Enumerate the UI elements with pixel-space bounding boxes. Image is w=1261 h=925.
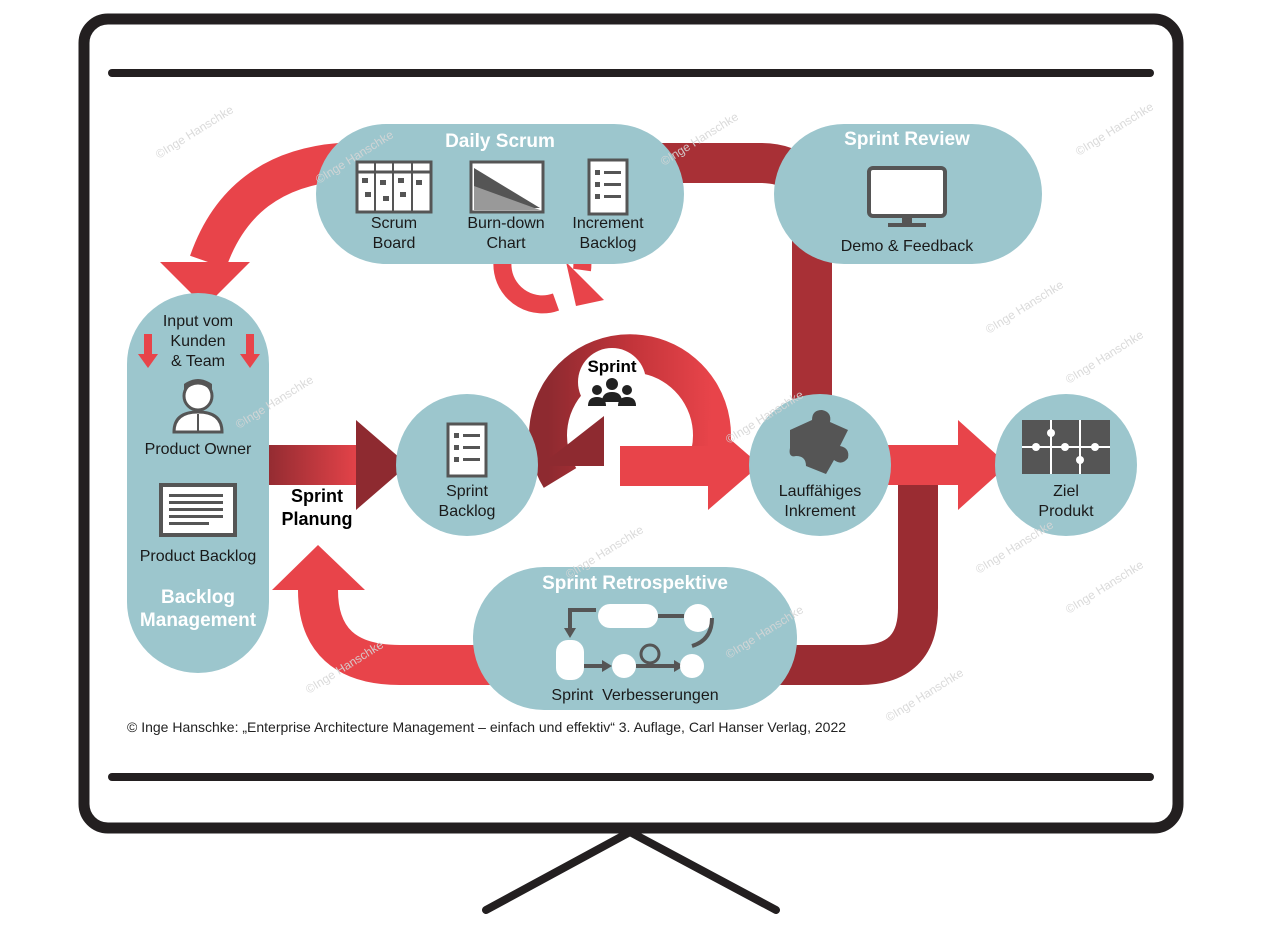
puzzle-icon: [1022, 420, 1110, 474]
input-label: Input vom Kunden & Team: [162, 313, 234, 370]
burndown-label: Burn-down Chart: [467, 215, 545, 252]
goal-label: Ziel Produkt: [1038, 483, 1094, 520]
increment-to-retro-arrow: [780, 480, 938, 685]
sprint-review-title: Sprint Review: [844, 129, 970, 150]
sprint-label: Sprint: [587, 357, 637, 376]
retrospective-caption: Sprint Verbesserungen: [551, 687, 719, 704]
sprint-planning-arrow: [356, 420, 408, 510]
demo-feedback-label: Demo & Feedback: [840, 238, 974, 255]
sprint-backlog-icon: [446, 422, 488, 478]
product-owner-label: Product Owner: [144, 441, 252, 458]
copyright-footer: © Inge Hanschke: „Enterprise Architectur…: [127, 719, 847, 735]
backlog-management-title: Backlog Management: [139, 587, 257, 631]
daily-to-backlog-arrow: [190, 143, 342, 269]
daily-scrum-title: Daily Scrum: [445, 131, 555, 152]
scrum-board-label: Scrum Board: [370, 215, 418, 252]
person-icon: [172, 379, 224, 434]
retrospective-flow-icon: [556, 604, 714, 680]
retrospective-title: Sprint Retrospektive: [542, 573, 728, 594]
product-backlog-icon: [159, 483, 237, 537]
puzzle-piece-icon: [789, 410, 849, 474]
increment-backlog-label: Increment Backlog: [572, 215, 644, 252]
sprint-planning-label: Sprint Planung: [281, 486, 353, 529]
retrospective-bubble: [473, 567, 797, 710]
daily-loop-arrow: [566, 262, 604, 306]
monitor-icon: [867, 166, 947, 227]
monitor-stand: [482, 828, 780, 914]
increment-to-goal-arrow: [958, 420, 1008, 510]
sprint-backlog-label: Sprint Backlog: [438, 483, 496, 520]
team-icon: [588, 378, 636, 406]
retro-to-planning-arrowhead: [272, 545, 365, 590]
scrum-board-icon: [355, 160, 433, 214]
burndown-chart-icon: [469, 160, 545, 214]
increment-label: Lauffähiges Inkrement: [778, 483, 862, 520]
increment-backlog-icon: [587, 158, 629, 216]
product-backlog-label: Product Backlog: [139, 548, 257, 565]
